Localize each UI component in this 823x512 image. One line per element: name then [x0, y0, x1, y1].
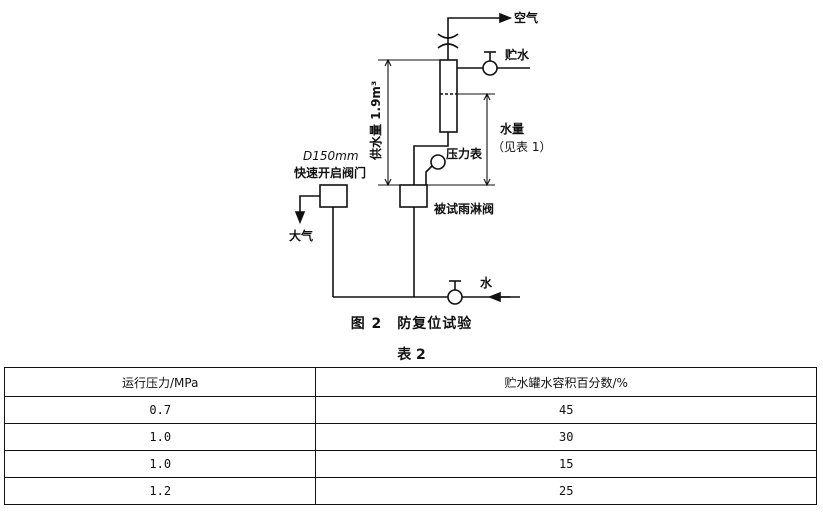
atmosphere-arrow: [294, 211, 306, 225]
pressure-gauge-pipe: [425, 165, 433, 185]
label-see-table: （见表 1）: [492, 140, 551, 154]
cell-volume: 30: [315, 423, 817, 451]
air-outlet-pipe: [447, 17, 500, 38]
storage-tank: [439, 59, 458, 133]
cell-volume: 15: [315, 450, 817, 478]
cell-pressure: 0.7: [3, 396, 317, 424]
table-row: 1.2 25: [3, 477, 817, 505]
pressure-volume-table: 运行压力/MPa 贮水罐水容积百分数/% 0.7 45 1.0 30 1.0 1…: [3, 367, 817, 505]
tested-deluge-valve: [399, 184, 428, 208]
tank-to-valve-pipe: [413, 140, 449, 185]
label-valve-size: D150mm: [303, 149, 359, 163]
cell-volume: 45: [315, 396, 817, 424]
header-tank-volume-percent: 贮水罐水容积百分数/%: [315, 367, 817, 397]
table-row: 0.7 45: [3, 396, 817, 424]
table-row: 1.0 15: [3, 450, 817, 478]
figure-caption: 图 2 防复位试验: [350, 316, 473, 332]
table-header-row: 运行压力/MPa 贮水罐水容积百分数/%: [3, 367, 817, 397]
cell-pressure: 1.2: [3, 477, 317, 505]
cell-pressure: 1.0: [3, 423, 317, 451]
label-pressure-gauge: 压力表: [446, 146, 483, 161]
inlet-arrow: [487, 291, 501, 303]
table-title: 表 2: [397, 347, 426, 363]
inlet-valve: [447, 289, 463, 305]
label-tested-valve: 被试雨淋阀: [434, 201, 494, 216]
label-supply-volume: 供水量 1.9m³: [368, 81, 383, 161]
label-atmosphere: 大气: [289, 228, 313, 243]
anti-reset-test-diagram: 空气 贮水 供水量 1.9m³ 水量 （见表 1） 压力表 D150mm 快速开…: [289, 10, 551, 305]
label-quick-valve: 快速开启阀门: [294, 165, 366, 180]
table-row: 1.0 30: [3, 423, 817, 451]
pressure-gauge: [430, 154, 446, 170]
storage-water-valve: [482, 60, 498, 76]
atmosphere-pipe: [299, 195, 320, 214]
air-arrow: [499, 12, 513, 24]
quick-opening-valve: [319, 184, 348, 208]
cell-pressure: 1.0: [3, 450, 317, 478]
label-storage-water: 贮水: [504, 47, 530, 62]
cell-volume: 25: [315, 477, 817, 505]
label-air-top: 空气: [514, 10, 538, 25]
label-water-inlet: 水: [480, 275, 493, 290]
header-operating-pressure: 运行压力/MPa: [3, 367, 317, 397]
label-water-volume: 水量: [500, 121, 524, 136]
